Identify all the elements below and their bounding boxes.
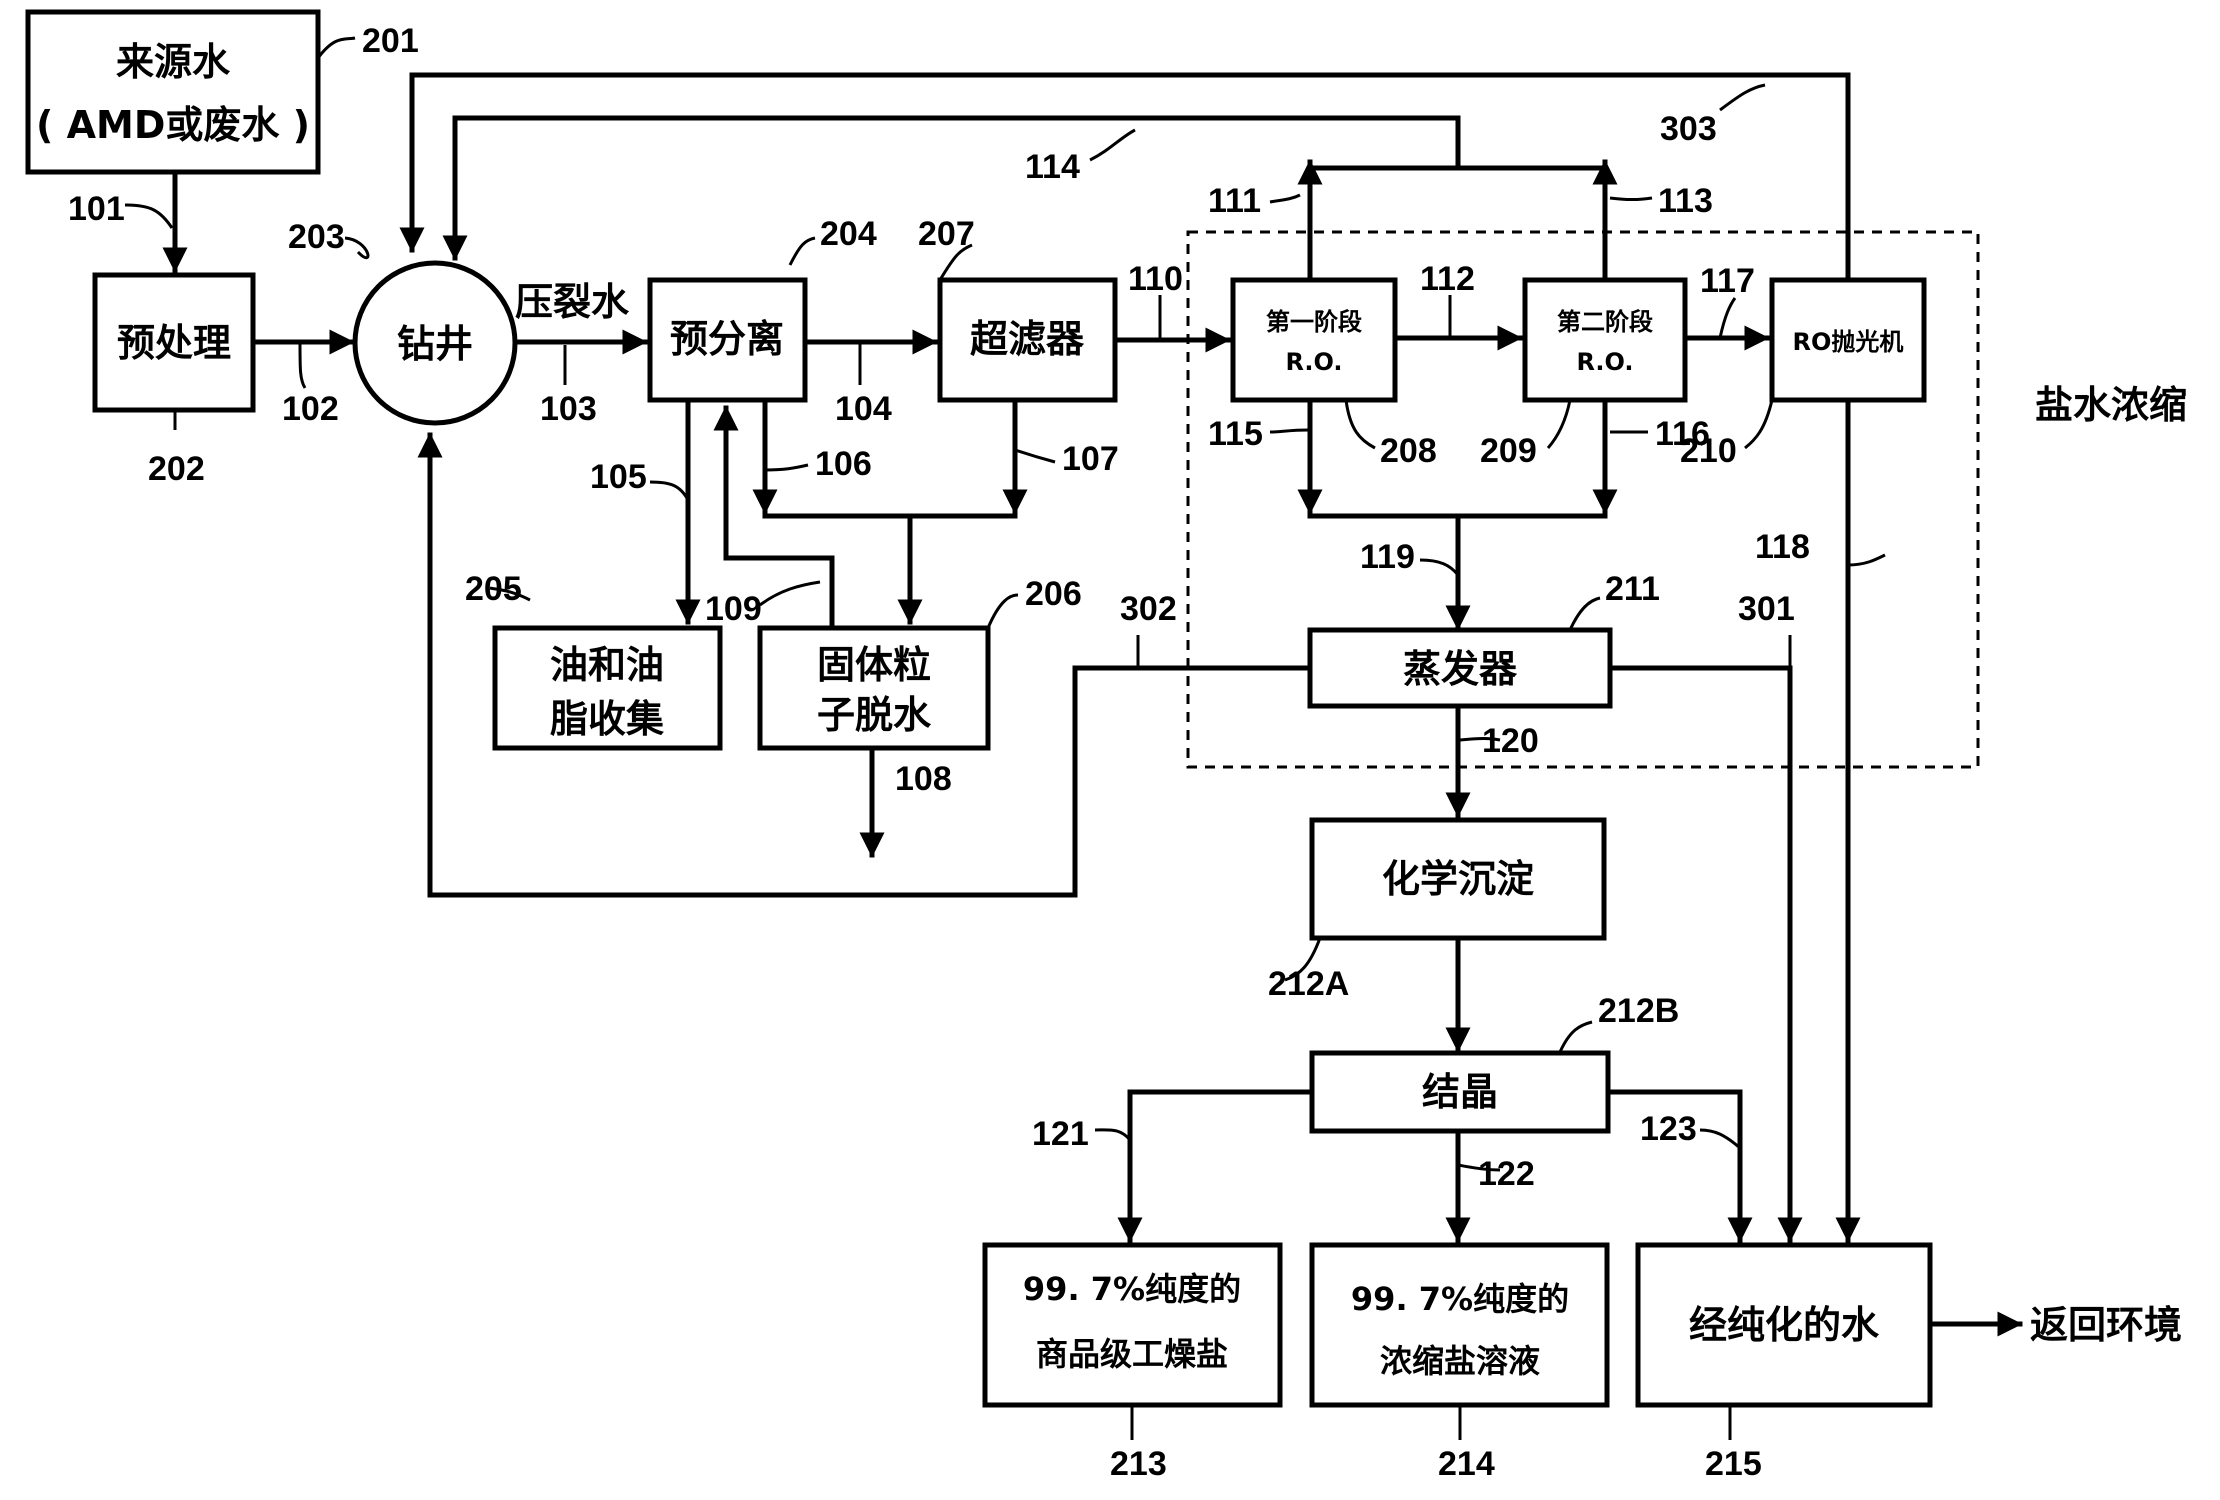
ref-117: 117 [1700,262,1755,300]
flow-301 [1607,665,1803,1243]
ref-209: 209 [1480,432,1537,470]
oil-grease-box: 油和油 脂收集 [492,625,723,751]
pretreatment-label: 预处理 [117,321,231,365]
brine-concentration-region [1186,230,1980,769]
ref-110: 110 [1128,260,1183,298]
ref-112: 112 [1420,260,1475,298]
flow-121 [1117,1089,1313,1243]
ref-120: 120 [1482,722,1539,760]
brine-concentration-label: 盐水浓缩 [2035,383,2187,427]
ref-210: 210 [1680,432,1737,470]
ref-115: 115 [1208,415,1263,453]
ref-103: 103 [540,390,597,428]
dry-salt-label-2: 商品级工燥盐 [1036,1335,1228,1373]
return-environment-label: 返回环境 [2030,1303,2182,1347]
pretreatment-box: 预处理 [92,272,256,413]
purified-water-label: 经纯化的水 [1689,1303,1880,1347]
ref-205: 205 [465,570,522,608]
ref-111: 111 [1208,182,1261,220]
ref-206: 206 [1025,575,1082,613]
ref-107: 107 [1062,440,1119,478]
ro-stage-1-label-2: R.O. [1285,348,1342,376]
frac-water-label: 压裂水 [515,280,630,324]
ref-108: 108 [895,760,952,798]
leader-lines [124,36,1886,1440]
ref-207: 207 [918,215,975,253]
purified-water-box: 经纯化的水 [1635,1242,1933,1408]
ref-212B: 212B [1598,992,1679,1030]
oil-grease-label-2: 脂收集 [550,697,664,741]
ro-stage-2-box: 第二阶段 R.O. [1522,277,1688,403]
flow-303 [399,72,1851,283]
ref-302: 302 [1120,590,1177,628]
ref-208: 208 [1380,432,1437,470]
ref-213: 213 [1110,1445,1167,1483]
evaporator-label: 蒸发器 [1403,647,1518,691]
ref-212A: 212A [1268,965,1349,1003]
source-water-label-1: 来源水 [116,40,231,84]
oil-grease-label-1: 油和油 [550,643,664,687]
ultrafilter-box: 超滤器 [937,277,1118,403]
crystallization-box: 结晶 [1309,1050,1611,1134]
ref-101: 101 [68,190,125,228]
ref-114: 114 [1025,148,1080,186]
ref-214: 214 [1438,1445,1495,1483]
ref-105: 105 [590,458,647,496]
ref-203: 203 [288,218,345,256]
source-water-label-2: ( AMD或废水 ) [36,103,310,147]
ref-301: 301 [1738,590,1795,628]
solids-dewatering-box: 固体粒 子脱水 [757,625,991,751]
chemical-precipitation-box: 化学沉淀 [1309,817,1607,941]
ref-123: 123 [1640,1110,1697,1148]
drilling-well-circle: 钻井 [352,260,518,426]
ref-113: 113 [1658,182,1713,220]
ref-104: 104 [835,390,892,428]
brine-solution-box: 99. 7%纯度的 浓缩盐溶液 [1309,1242,1610,1408]
ultrafilter-label: 超滤器 [970,317,1085,361]
pre-separation-label: 预分离 [670,317,784,361]
brine-solution-label-2: 浓缩盐溶液 [1380,1342,1540,1380]
ro-stage-1-box: 第一阶段 R.O. [1230,277,1398,403]
source-water-box: 来源水 ( AMD或废水 ) [25,9,321,175]
ref-119: 119 [1360,538,1415,576]
ref-106: 106 [815,445,872,483]
solids-dewatering-label-1: 固体粒 [817,643,931,687]
ref-211: 211 [1605,570,1660,608]
dry-salt-box: 99. 7%纯度的 商品级工燥盐 [982,1242,1283,1408]
flow-123 [1605,1089,1753,1243]
ref-116: 116 [1655,415,1710,453]
dry-salt-label-1: 99. 7%纯度的 [1023,1270,1241,1308]
crystallization-label: 结晶 [1422,1070,1498,1114]
connections [162,72,2023,1337]
reference-numerals: 201 101 202 102 203 103 204 104 105 106 … [68,22,1810,1483]
flow-109 [713,405,835,631]
ref-303: 303 [1660,110,1717,148]
evaporator-box: 蒸发器 [1307,627,1613,709]
solids-dewatering-label-2: 子脱水 [817,693,932,737]
ro-polisher-label: RO抛光机 [1793,328,1904,356]
ref-118: 118 [1755,528,1810,566]
ro-stage-2-label-1: 第二阶段 [1557,308,1653,336]
ref-122: 122 [1478,1155,1535,1193]
ref-102: 102 [282,390,339,428]
drilling-well-label: 钻井 [397,322,473,366]
ref-202: 202 [148,450,205,488]
brine-solution-label-1: 99. 7%纯度的 [1351,1280,1569,1318]
ref-215: 215 [1705,1445,1762,1483]
ref-121: 121 [1032,1115,1089,1153]
ro-polisher-box: RO抛光机 [1769,277,1927,403]
ref-204: 204 [820,215,877,253]
ref-201: 201 [362,22,419,60]
ref-109: 109 [705,590,762,628]
pre-separation-box: 预分离 [647,277,808,403]
ro-stage-1-label-1: 第一阶段 [1266,308,1362,336]
ro-stage-2-label-2: R.O. [1576,348,1633,376]
chemical-precipitation-label: 化学沉淀 [1382,857,1534,901]
flow-302 [417,432,1311,898]
flow-114 [442,115,1461,261]
